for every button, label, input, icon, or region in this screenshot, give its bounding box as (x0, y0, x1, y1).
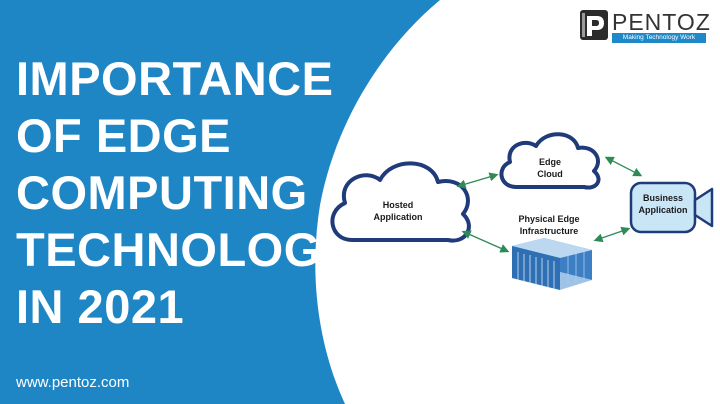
logo-name: PENTOZ (612, 9, 711, 35)
double-arrow-icon (604, 156, 643, 177)
edge-cloud-label-line-2: Cloud (537, 169, 563, 179)
edge-cloud: Edge Cloud (499, 132, 601, 190)
edge-cloud-label-line-1: Edge (539, 157, 561, 167)
double-arrow-icon (461, 230, 510, 253)
cloud-icon (499, 132, 601, 190)
business-label-line-1: Business (643, 193, 683, 203)
headline-line-1: IMPORTANCE (16, 52, 334, 105)
website-url: www.pentoz.com (16, 374, 130, 391)
hosted-application-cloud: Hosted Application (330, 161, 471, 243)
infrastructure-label-line-1: Physical Edge (518, 214, 579, 224)
headline-line-3: COMPUTING (16, 166, 308, 219)
headline-line-5: IN 2021 (16, 280, 185, 333)
headline-line-4: TECHNOLOGY (16, 223, 353, 276)
hosted-label-line-1: Hosted (383, 200, 414, 210)
hosted-label-line-2: Application (374, 212, 423, 222)
business-application-camera: Business Application (629, 181, 714, 234)
pentoz-logo: PENTOZ Making Technology Work (580, 9, 711, 43)
headline: IMPORTANCE OF EDGE COMPUTING TECHNOLOGY … (16, 50, 353, 335)
cloud-icon (330, 161, 471, 243)
double-arrow-icon (593, 226, 631, 243)
business-label-line-2: Application (639, 205, 688, 215)
p-letter-logo-icon (580, 10, 608, 40)
headline-line-2: OF EDGE (16, 109, 232, 162)
connection-arrows (456, 156, 643, 253)
infrastructure-label-line-2: Infrastructure (520, 226, 579, 236)
logo-tagline: Making Technology Work (612, 33, 706, 43)
double-arrow-icon (456, 172, 499, 189)
server-rack-icon (512, 238, 592, 290)
